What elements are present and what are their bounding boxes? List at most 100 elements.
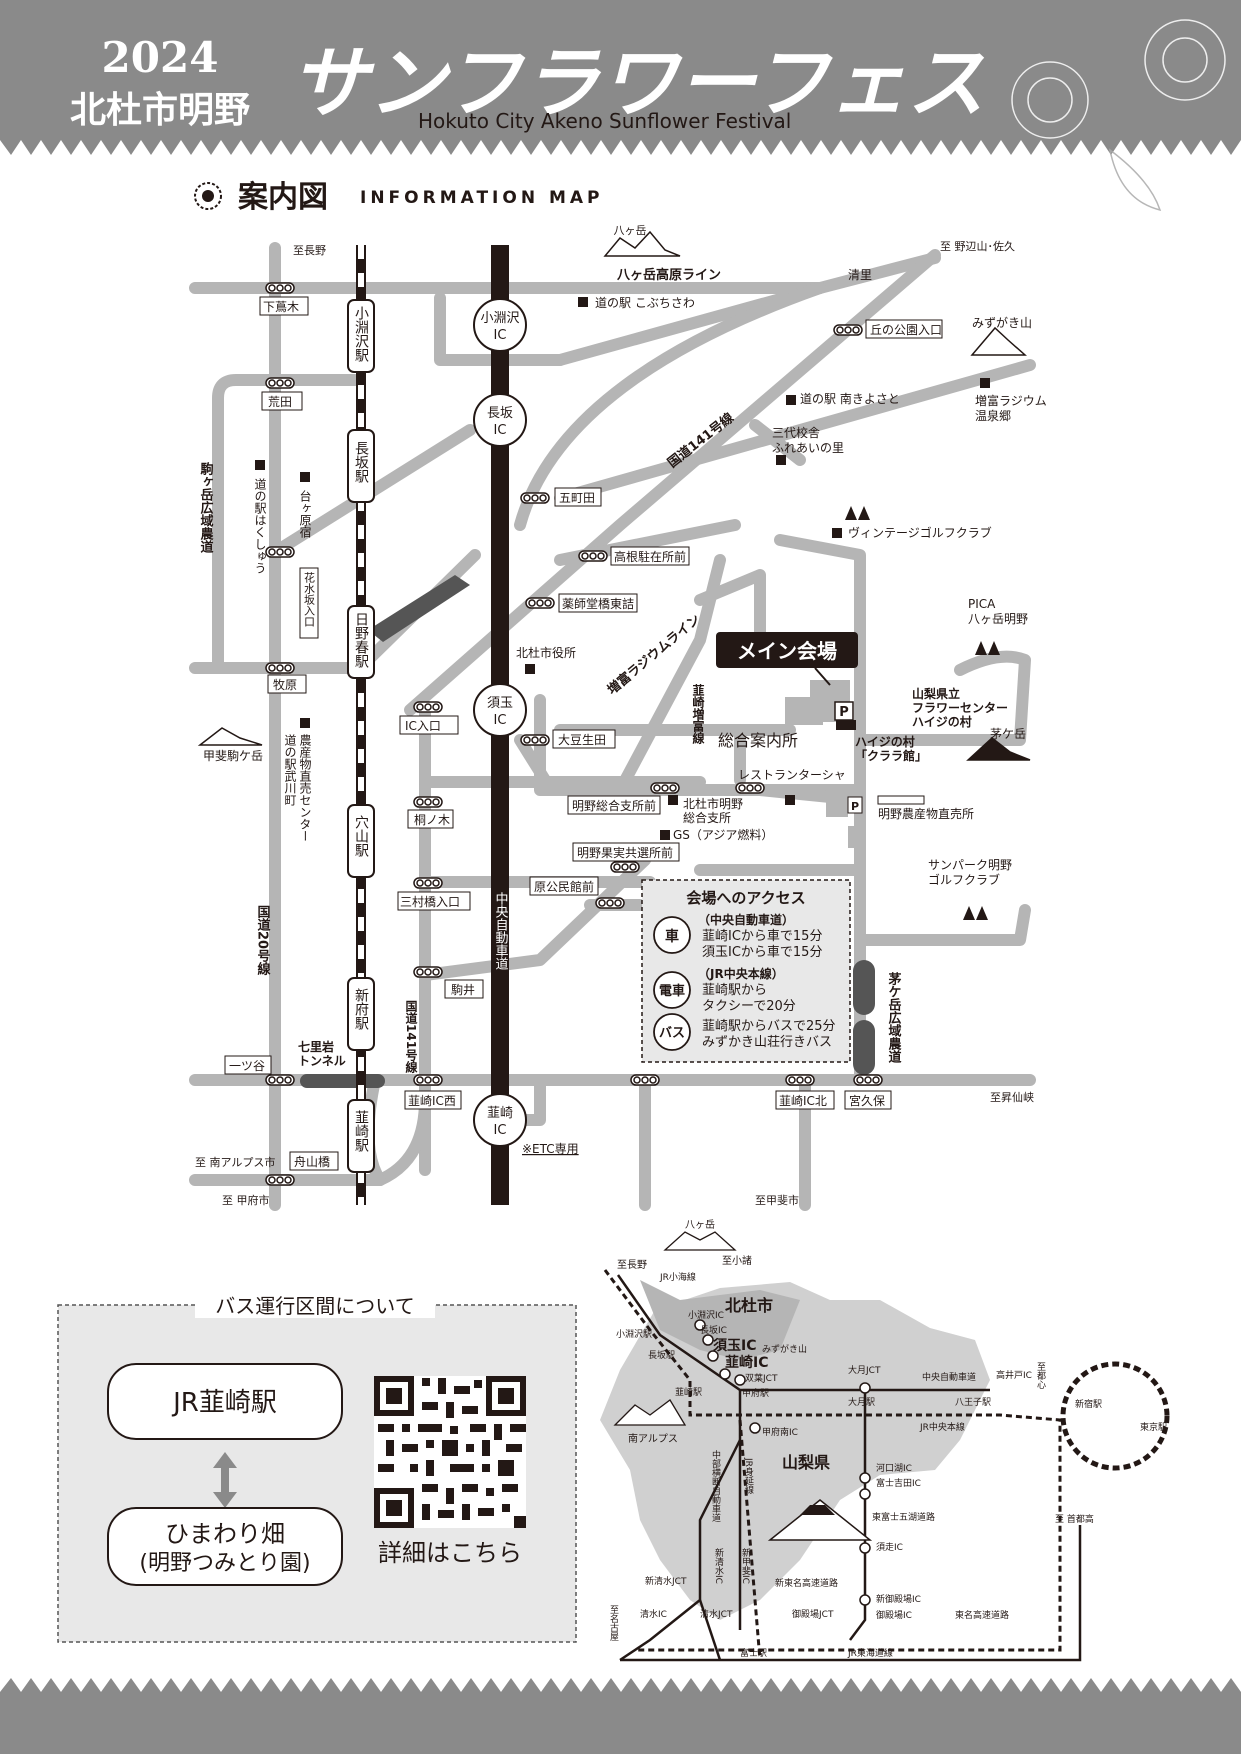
- label-to-kai: 至甲斐市: [755, 1193, 799, 1207]
- qr-caption: 詳細はこちら: [378, 1539, 522, 1567]
- label-komagatake-kouiki: 駒ヶ岳広域農道: [198, 461, 215, 554]
- label-to-kofu: 至 甲府市: [222, 1193, 270, 1207]
- road-network: [189, 242, 1036, 1211]
- bus-arrow-icon: [213, 1452, 237, 1508]
- svg-text:P: P: [839, 705, 849, 720]
- label-funayamabashi: 舟山橋: [294, 1155, 330, 1169]
- wide-kawaguchiko: 河口湖IC: [876, 1462, 912, 1474]
- wide-jr-koumi: JR小海線: [659, 1271, 696, 1283]
- label-heidi-clara-2: 「クララ館」: [855, 748, 927, 763]
- wide-sudama-ic: 須玉IC: [712, 1338, 756, 1354]
- header-banner: [0, 0, 1241, 212]
- wide-mizugakiyama: みずがき山: [762, 1343, 807, 1355]
- tree-icons: [845, 506, 1000, 920]
- qr-code-icon: [374, 1376, 526, 1528]
- wide-to-shutoko: 至 首都高: [1055, 1513, 1094, 1525]
- bus-title-bg: [195, 1292, 435, 1318]
- poi-markers: [255, 297, 990, 840]
- wide-shinjuku: 新宿駅: [1075, 1398, 1102, 1410]
- wide-jr-tokaido: JR東海道線: [847, 1647, 893, 1659]
- wide-area-map: [600, 1231, 1170, 1662]
- label-pica: PICA: [968, 597, 996, 611]
- yamanote-loop: [1060, 1361, 1170, 1471]
- label-shichiriiwa: 七里岩: [298, 1039, 334, 1054]
- wide-hokuto-city: 北杜市: [725, 1296, 773, 1315]
- access-car-2: 須玉ICから車で15分: [702, 945, 822, 960]
- label-nirasaki-ic: 韮崎: [487, 1106, 513, 1121]
- label-komai: 駒井: [451, 983, 475, 997]
- label-shimosakugi: 下蔦木: [263, 300, 299, 314]
- wide-shin-gotemba: 新御殿場IC: [876, 1593, 921, 1605]
- label-masutomi-radium: 増富ラジウム: [975, 393, 1047, 408]
- label-to-minami-alps: 至 南アルプス市: [195, 1155, 275, 1169]
- station-nirasaki: 韮崎駅: [353, 1110, 369, 1152]
- minami-alps-icon: [613, 1399, 687, 1426]
- wide-chuo-expressway: 中央自動車道: [922, 1371, 976, 1383]
- label-onsenkyo: 温泉郷: [975, 409, 1011, 423]
- wide-hachioji: 八王子駅: [955, 1397, 991, 1408]
- label-nirasaki-ic-nishi: 韮崎IC西: [408, 1094, 456, 1108]
- footer-zigzag: [0, 1678, 1241, 1754]
- main-venue-badge: [716, 632, 858, 668]
- label-pica2: 八ヶ岳明野: [968, 612, 1028, 626]
- label-oka-no-koen: 丘の公園入口: [870, 323, 942, 337]
- sunflower-decoration: [1011, 19, 1226, 212]
- label-yakushido: 薬師堂橋東詰: [562, 596, 634, 611]
- svg-text:P: P: [851, 800, 859, 813]
- wide-kobuchisawa-station: 小淵沢駅: [616, 1328, 652, 1340]
- label-ic-iriguchi: IC入口: [405, 719, 441, 733]
- label-akeno-sogo-shisho: 明野総合支所前: [572, 798, 656, 813]
- label-sunpark2: ゴルフクラブ: [928, 872, 1000, 887]
- label-kominkan: 原公民館前: [534, 879, 594, 894]
- ic-circles: [473, 298, 527, 1147]
- label-etc-only: ※ETC専用: [522, 1142, 579, 1156]
- access-title: 会場へのアクセス: [686, 889, 805, 907]
- station-shinpu: 新府駅: [353, 988, 369, 1030]
- signal-markers: [265, 282, 883, 1186]
- access-train-1: 韮崎駅から: [702, 983, 767, 998]
- wide-nagasaka-station: 長坂駅: [648, 1350, 675, 1361]
- label-fureai: ふれあいの里: [772, 441, 844, 455]
- label-nouson-koen: 農村公園会場: [786, 829, 840, 841]
- label-nirasaki-masuho: 韮崎増富線: [691, 683, 705, 745]
- label-michinoeki-minamikiyosato: 道の駅 南きよさと: [800, 391, 900, 406]
- label-michinoeki-hakushu: 道の駅はくしゅう: [253, 478, 267, 574]
- label-michinoeki-kobuchisawa: 道の駅 こぶちさわ: [595, 296, 695, 310]
- label-nirasaki-ic-kita: 韮崎IC北: [779, 1094, 827, 1108]
- wide-jr-minobu: JR身延線: [743, 1457, 754, 1494]
- label-hokuto-akeno-2: 総合支所: [683, 810, 731, 825]
- access-train-icon: 電車: [659, 983, 685, 999]
- wide-tokyo-station: 東京駅: [1140, 1421, 1167, 1433]
- wide-to-nagano: 至長野: [617, 1259, 647, 1271]
- station-anayama: 穴山駅: [353, 815, 369, 857]
- label-makihara: 牧原: [273, 678, 297, 692]
- label-nagasaka-ic: 長坂: [487, 406, 513, 421]
- access-icons: [653, 916, 691, 1051]
- label-gochoda: 五町田: [559, 491, 595, 505]
- wide-to-komoro: 至小諸: [722, 1254, 752, 1267]
- wide-otsuki-station: 大月駅: [848, 1396, 875, 1408]
- wide-to-tokyo: 至都心: [1035, 1362, 1046, 1389]
- label-sudama-ic2: IC: [494, 713, 507, 728]
- wide-fujiyoshida: 富士吉田IC: [876, 1477, 921, 1489]
- label-nosanbutsu-center: 農産物直売センター: [298, 734, 312, 842]
- wide-minami-alps: 南アルプス: [628, 1432, 678, 1445]
- bus-from: JR韮崎駅: [171, 1388, 277, 1418]
- label-kiyosato: 清里: [848, 268, 872, 282]
- label-flower-center-2: フラワーセンター: [912, 701, 1008, 715]
- wide-kofu-minami-ic: 甲府南IC: [762, 1426, 798, 1438]
- label-hokuto-shiyakusho: 北杜市役所: [516, 645, 576, 660]
- intersection-label-boxes: [224, 296, 943, 1171]
- label-mizugakiyama: みずがき山: [972, 315, 1032, 330]
- access-train-2: タクシーで20分: [702, 999, 796, 1014]
- wide-gotemba-jct: 御殿場JCT: [792, 1608, 834, 1620]
- label-sandai-kousha: 三代校舎: [772, 425, 820, 440]
- label-mimurabashi: 三村橋入口: [400, 895, 460, 909]
- access-train-line: （JR中央本線）: [698, 966, 784, 981]
- label-route141-2: 国道141号線: [404, 1000, 418, 1074]
- yamanashi-region: [600, 1282, 990, 1620]
- label-kirinoki: 桐ノ木: [414, 813, 450, 827]
- label-miyakubo: 宮久保: [849, 1093, 885, 1108]
- main-venue-area: P P: [785, 680, 925, 848]
